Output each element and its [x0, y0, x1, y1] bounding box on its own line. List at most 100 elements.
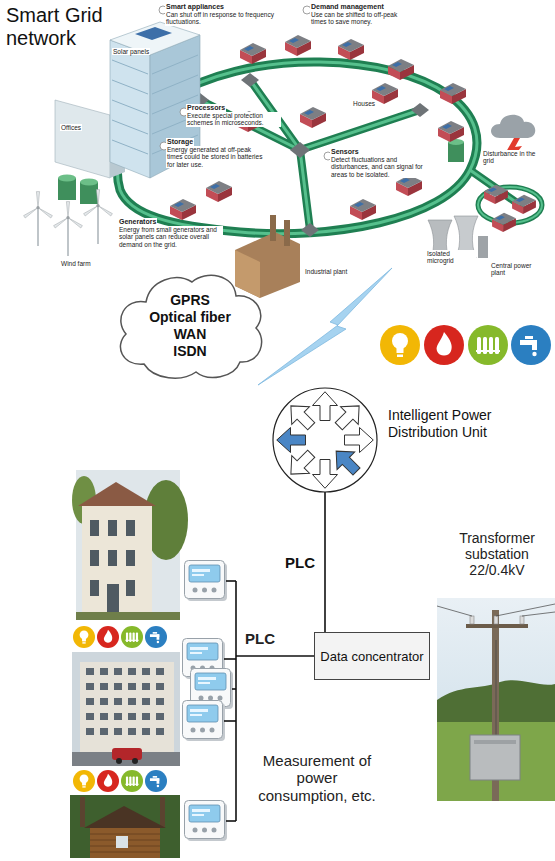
cloud-text-stack: GPRSOptical fiberWANISDN [110, 268, 270, 384]
log-house-photo-part [70, 795, 180, 858]
villa-photo-part [90, 520, 135, 614]
smart-grid-illustration [24, 6, 542, 298]
log-house-photo-part [90, 834, 160, 852]
villa-photo-part-part [90, 550, 99, 566]
smart-grid-illustration-part [491, 115, 535, 138]
apartment-photo-part-part [142, 683, 150, 690]
transformer-photo-part-part [520, 616, 524, 624]
smart-grid-illustration-part [235, 232, 300, 298]
log-house-photo-part-part [90, 852, 160, 853]
smart-grid-illustration-part [54, 202, 83, 256]
transformer-photo-part [470, 616, 524, 624]
smart-grid-illustration-part [84, 190, 113, 244]
apartment-photo-part-part [114, 728, 122, 735]
distribution-unit: Intelligent Power Distribution Unit [270, 385, 380, 495]
log-house-photo-part-part [90, 834, 160, 835]
callout-heading: Storage [166, 138, 194, 146]
distribution-unit-symbol [270, 385, 380, 495]
apartment-photo-part [116, 758, 122, 764]
smart-grid-illustration-part-part [152, 55, 198, 74]
villa-photo [72, 470, 188, 620]
callout-text: Wind farm [60, 260, 92, 267]
apartment-photo-part-part [128, 698, 136, 705]
apartment-photo-part-part [128, 683, 136, 690]
apartment-photo-part-part [114, 683, 122, 690]
distribution-unit-symbol-part [277, 428, 306, 453]
smart-grid-illustration-part [285, 35, 311, 56]
cloud-outline-part [120, 275, 261, 378]
apartment-photo-part-part [128, 713, 136, 720]
villa-photo-part [78, 482, 156, 506]
apartment-photo-part-part [156, 668, 164, 675]
smart-grid-illustration-part [338, 39, 364, 60]
villa-photo-part-part [108, 520, 117, 536]
apartment-photo [72, 652, 180, 766]
villa-photo-part-part [126, 520, 135, 536]
apartment-photo-part [86, 668, 164, 735]
apartment-photo-part-part [128, 728, 136, 735]
smart-grid-illustration-part-part [290, 142, 310, 158]
smart-grid-illustration-part [80, 179, 98, 186]
smart-grid-illustration-part [438, 121, 464, 142]
plc-bus-wires-part [224, 720, 236, 722]
callout-text: Disturbance in the grid [482, 150, 537, 165]
plc-link [324, 492, 326, 632]
transformer-photo-part-part [522, 612, 555, 616]
callout-text: Measurement of power consumption, etc. [252, 752, 382, 804]
callout-heading: Sensors [330, 148, 360, 156]
link-label: PLC [283, 554, 317, 571]
callout-text: Execute special protection schemes in mi… [186, 112, 281, 127]
unit-label-block: Intelligent Power Distribution Unit [388, 407, 553, 441]
apartment-photo-part-part [86, 728, 94, 735]
log-house-photo-part [84, 806, 166, 828]
transformer-photo-part [437, 604, 555, 735]
callout-text: Transformer substation 22/0.4kV [443, 530, 551, 578]
smart-grid-illustration-part [170, 199, 196, 220]
smart-grid-illustration-part [55, 100, 110, 178]
apartment-icons-part [145, 626, 167, 648]
network-type: WAN [174, 326, 207, 343]
callout-text: Offices [60, 124, 82, 131]
apartment-photo-part [72, 652, 180, 766]
apartment-photo-part-part [86, 668, 94, 675]
distribution-unit-symbol-part [313, 392, 338, 421]
apartment-photo-part-part [86, 713, 94, 720]
callout-text: Isolated microgrid [426, 250, 476, 265]
service-icons [380, 325, 551, 365]
apartment-photo-part-part [128, 668, 136, 675]
service-icons-part [424, 325, 464, 365]
log-house-photo-part [90, 828, 160, 858]
smart-grid-illustration-part [512, 195, 536, 214]
callout-heading: PLC [244, 630, 276, 647]
transformer-photo-part [437, 598, 555, 801]
smart-grid-illustration-part [388, 59, 414, 80]
smart-grid-illustration-part [135, 27, 172, 40]
log-house-photo [70, 795, 180, 858]
transformer-photo-part-part [437, 606, 472, 616]
log-house-icons-part [97, 770, 119, 792]
smart-grid-illustration-part [240, 43, 266, 64]
plc-bus-wires-part [232, 688, 236, 690]
apartment-photo-part [132, 758, 138, 764]
smart-grid-illustration-part [110, 22, 200, 55]
transformer-photo-part [474, 740, 516, 744]
service-icons-part [511, 325, 551, 365]
apartment-photo-part [112, 748, 142, 760]
box-label: Data concentrator [320, 649, 423, 664]
villa-photo-part-part [107, 584, 119, 614]
callout-text: Energy generated at off-peak times could… [166, 146, 266, 168]
apartment-photo-part-part [86, 698, 94, 705]
transformer-photo-part-part [496, 640, 497, 735]
villa-photo-part-part [90, 520, 99, 536]
smart-grid-illustration-part [206, 181, 232, 202]
smart-grid-illustration-part [350, 199, 376, 220]
distribution-unit-symbol-part [273, 388, 377, 492]
transformer-photo [437, 598, 555, 801]
villa-photo-part [82, 506, 152, 614]
callout-text: Energy from small generators and solar p… [118, 226, 223, 248]
callout-text: Use can be shifted to off-peak times to … [310, 11, 415, 26]
transformer-photo-part [470, 735, 520, 780]
apartment-photo-part-part [100, 668, 108, 675]
apartment-photo-part-part [100, 713, 108, 720]
smart-grid-illustration-part [24, 192, 53, 246]
